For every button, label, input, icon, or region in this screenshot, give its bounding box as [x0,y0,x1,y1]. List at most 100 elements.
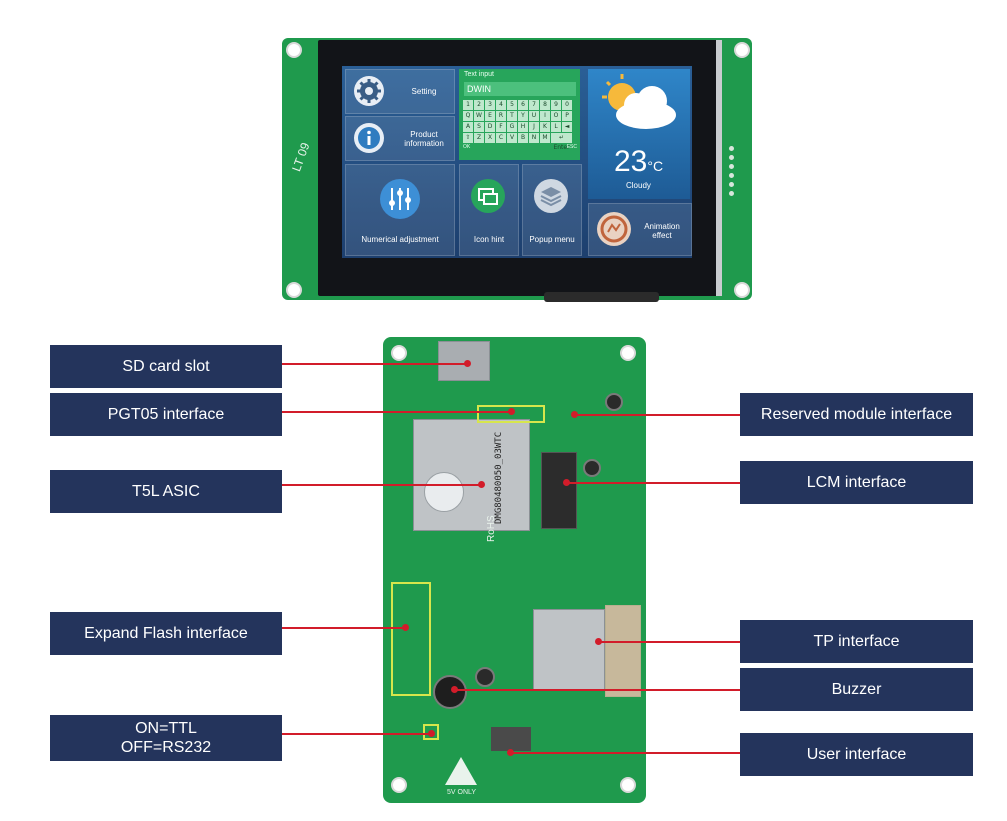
keyboard-key[interactable]: D [485,122,495,132]
leader-dot [563,479,570,486]
temperature-value: 23 [614,145,648,178]
keyboard-key[interactable]: Q [463,111,473,121]
keyboard-key[interactable]: A [463,122,473,132]
keyboard-key[interactable]: C [496,133,506,143]
leader-dot [508,408,515,415]
keyboard-key[interactable]: G [507,122,517,132]
keyboard-key[interactable]: J [529,122,539,132]
warning-label: 5V ONLY [447,789,477,796]
leader-dot [595,638,602,645]
mount-hole [391,345,407,361]
keyboard-footer: OK ESC [463,144,577,150]
leader-line [282,484,482,486]
leader-dot [507,749,514,756]
capacitor [605,393,623,411]
leader-line [566,482,740,484]
tile-product-information[interactable]: Product information [345,116,455,161]
mount-hole [734,42,750,58]
leader-line [598,641,740,643]
callout-label: LCM interface [806,474,907,491]
keyboard-key[interactable]: V [507,133,517,143]
keyboard-key[interactable]: X [485,133,495,143]
keyboard-key[interactable]: ↵ Enter [551,133,572,151]
leader-line [282,411,512,413]
display-screen: Setting Product information Numerical ad… [342,66,692,258]
keyboard-key[interactable]: H [518,122,528,132]
callout-sd-card-slot: SD card slot [50,345,282,388]
callout-reserved-module-interface: Reserved module interface [740,393,973,436]
callout-label: Expand Flash interface [84,625,248,642]
text-input-field[interactable]: DWIN [464,82,576,96]
keyboard-key[interactable]: 6 [518,100,528,110]
keyboard-key[interactable]: U [529,111,539,121]
keyboard-key[interactable]: Z [474,133,484,143]
mount-hole [620,777,636,793]
keyboard-key[interactable]: T [507,111,517,121]
mount-hole [286,282,302,298]
weather-condition: Cloudy [626,181,651,190]
callout-label: PGT05 interface [107,406,225,423]
callout-pgt05-interface: PGT05 interface [50,393,282,436]
tile-animation-effect[interactable]: Animation effect [588,203,692,256]
keyboard-key[interactable]: 8 [540,100,550,110]
keyboard-key[interactable]: W [474,111,484,121]
keyboard-key[interactable]: 9 [551,100,561,110]
keyboard-key[interactable]: I [540,111,550,121]
callout-label: T5L ASIC [132,483,200,500]
mount-hole [734,282,750,298]
keyboard-key[interactable]: O [551,111,561,121]
leader-line [282,363,468,365]
tile-popup-menu[interactable]: Popup menu [522,164,582,256]
keyboard-key[interactable]: S [474,122,484,132]
keyboard-key[interactable]: 0 [562,100,572,110]
tp-fpc [605,605,641,697]
keyboard-key[interactable]: E [485,111,495,121]
t5l-asic-shield: DMG80480050_03WTC [413,419,530,531]
callout-label: ON=TTL OFF=RS232 [120,720,212,756]
keyboard-key[interactable]: M [540,133,550,143]
layers-icon [534,179,568,213]
keyboard-key[interactable]: ⇧ [463,133,473,143]
chip-marking: DMG80480050_03WTC [494,431,504,524]
keyboard-key[interactable]: L [551,122,561,132]
keyboard-key[interactable]: R [496,111,506,121]
info-icon [354,123,384,153]
keyboard-key[interactable]: 7 [529,100,539,110]
callout-tp-interface: TP interface [740,620,973,663]
tile-icon-hint[interactable]: Icon hint [459,164,519,256]
keyboard-key[interactable]: N [529,133,539,143]
temperature-unit: °C [647,158,664,174]
buzzer [433,675,467,709]
window-icon [471,179,505,213]
qc-sticker [424,472,464,512]
keyboard-key[interactable]: F [496,122,506,132]
keyboard-key[interactable]: B [518,133,528,143]
keyboard-key[interactable]: K [540,122,550,132]
keyboard-key[interactable]: ◄ [562,122,572,132]
keyboard-key[interactable]: 3 [485,100,495,110]
esc-key[interactable]: ESC [566,144,577,150]
callout-label: User interface [806,746,907,763]
user-interface-connector [491,727,531,751]
callout-label: TP interface [813,633,900,650]
keyboard-key[interactable]: 4 [496,100,506,110]
callout-ttl-rs232-switch: ON=TTL OFF=RS232 [50,715,282,761]
keyboard-key[interactable]: P [562,111,572,121]
tile-numerical-adjustment[interactable]: Numerical adjustment [345,164,455,256]
keyboard-key[interactable]: 5 [507,100,517,110]
ok-key[interactable]: OK [463,144,471,150]
leader-line [282,627,406,629]
lcm-connector [541,452,577,529]
keyboard-key[interactable]: Y [518,111,528,121]
tile-label: Setting [411,87,437,96]
keyboard-key[interactable]: 1 [463,100,473,110]
tile-setting[interactable]: Setting [345,69,455,114]
tile-label: Numerical adjustment [361,235,439,244]
keyboard-key[interactable]: 2 [474,100,484,110]
callout-buzzer: Buzzer [740,668,973,711]
